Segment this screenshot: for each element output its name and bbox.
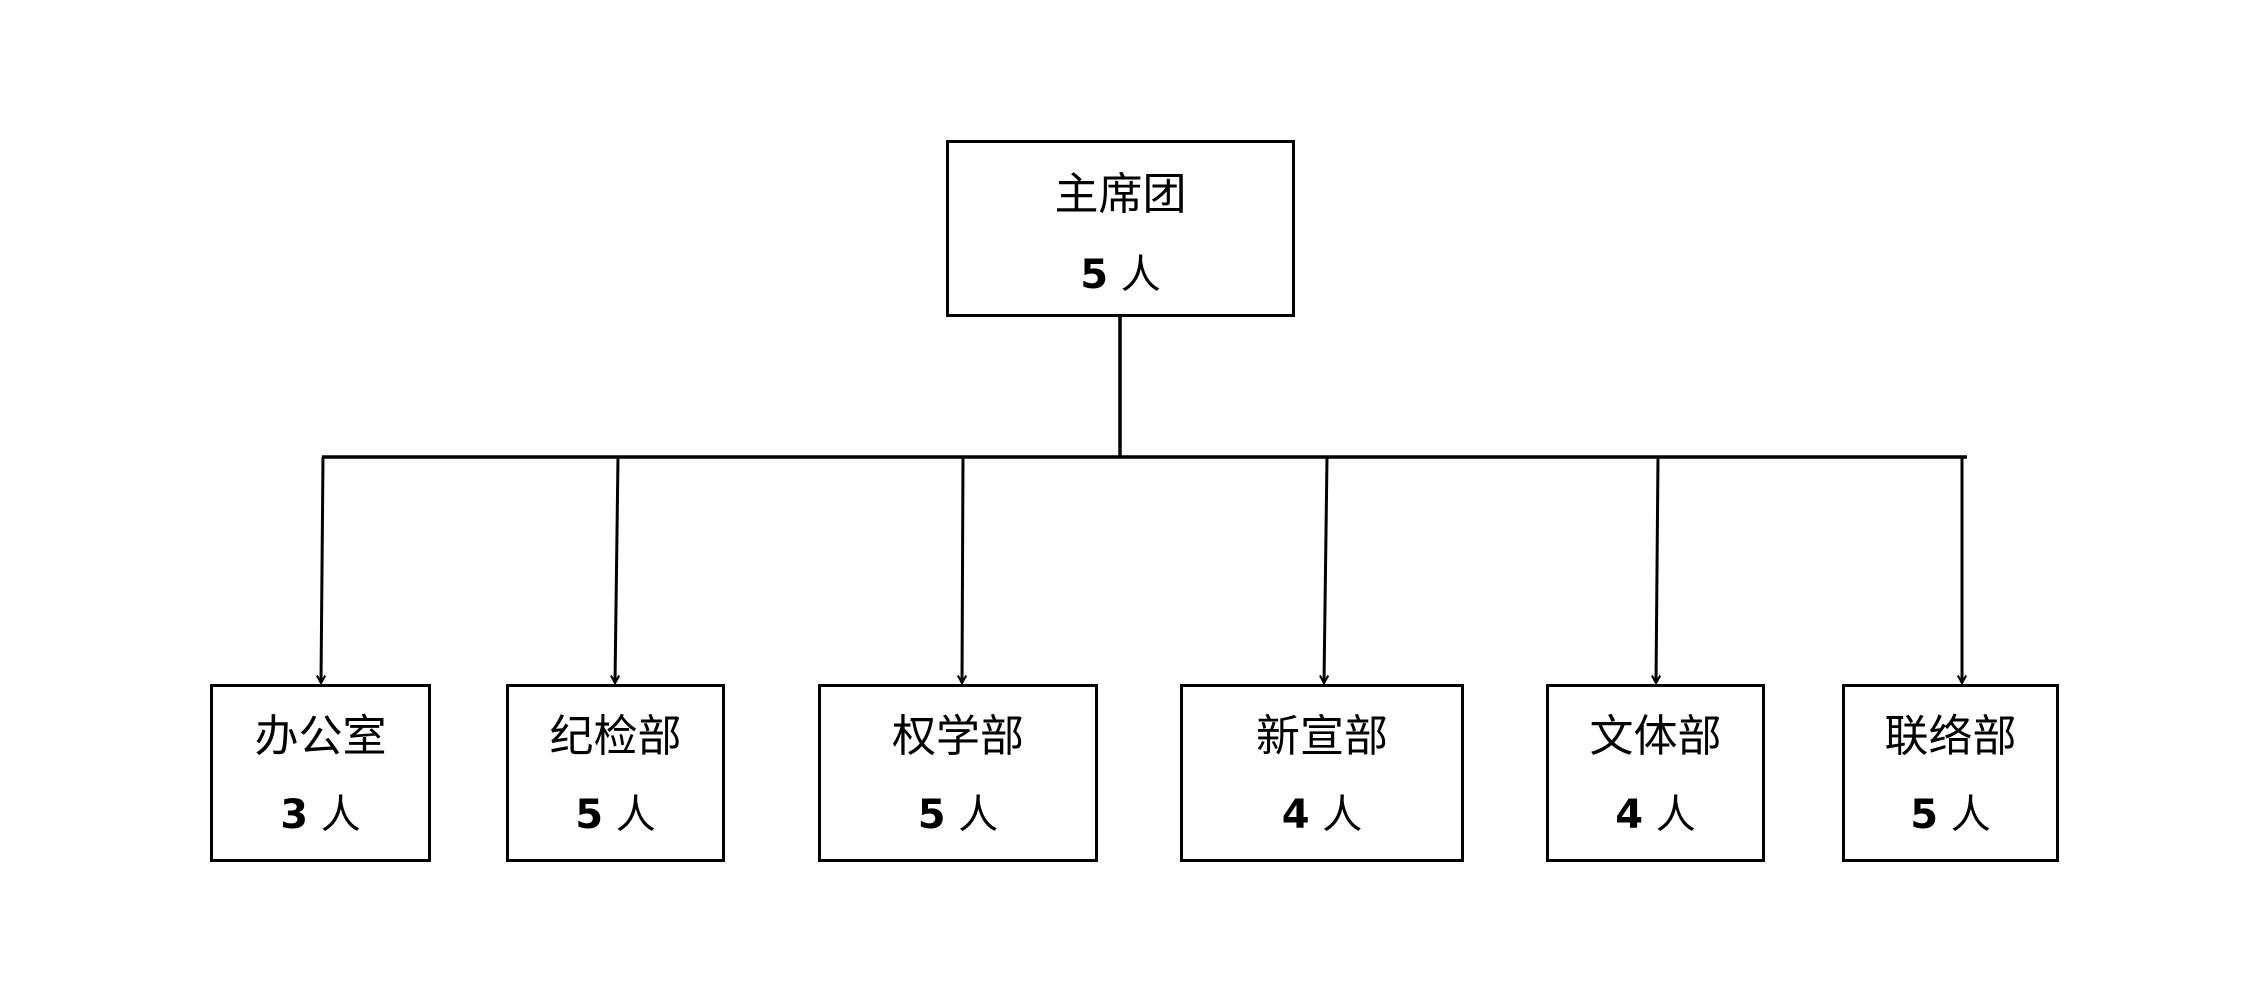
member-count-number: 5 — [575, 792, 604, 838]
arrow-to-dept-5 — [1656, 456, 1658, 683]
node-member-count: 5 人 — [1845, 795, 2056, 835]
member-count-number: 5 — [917, 792, 946, 838]
dept-node-discipline: 纪检部 5 人 — [506, 684, 725, 862]
root-node-presidium: 主席团 5 人 — [946, 140, 1295, 317]
dept-node-culture-sports: 文体部 4 人 — [1546, 684, 1765, 862]
dept-node-publicity: 新宣部 4 人 — [1180, 684, 1464, 862]
arrow-to-dept-2 — [615, 456, 618, 683]
member-count-unit: 人 — [1120, 252, 1161, 298]
member-count-number: 5 — [1080, 252, 1109, 298]
node-name: 办公室 — [254, 711, 387, 762]
member-count-unit: 人 — [958, 792, 999, 838]
arrow-to-dept-4 — [1324, 456, 1327, 683]
member-count-number: 4 — [1615, 792, 1644, 838]
node-member-count: 5 人 — [949, 255, 1292, 295]
node-member-count: 5 人 — [509, 795, 722, 835]
member-count-unit: 人 — [1950, 792, 1991, 838]
dept-node-office: 办公室 3 人 — [210, 684, 431, 862]
node-name: 纪检部 — [549, 711, 682, 762]
node-name: 主席团 — [1054, 169, 1187, 220]
node-member-count: 5 人 — [821, 795, 1095, 835]
member-count-number: 4 — [1281, 792, 1310, 838]
node-member-count: 3 人 — [213, 795, 428, 835]
member-count-unit: 人 — [615, 792, 656, 838]
member-count-unit: 人 — [1322, 792, 1363, 838]
dept-node-liaison: 联络部 5 人 — [1842, 684, 2059, 862]
dept-node-rights-study: 权学部 5 人 — [818, 684, 1098, 862]
arrow-to-dept-3 — [962, 456, 963, 683]
node-name: 联络部 — [1884, 711, 2017, 762]
member-count-unit: 人 — [1655, 792, 1696, 838]
arrow-to-dept-1 — [321, 456, 323, 683]
node-name: 权学部 — [892, 711, 1024, 762]
node-name: 文体部 — [1589, 711, 1722, 762]
node-member-count: 4 人 — [1549, 795, 1762, 835]
member-count-number: 3 — [280, 792, 309, 838]
node-member-count: 4 人 — [1183, 795, 1461, 835]
member-count-unit: 人 — [320, 792, 361, 838]
member-count-number: 5 — [1910, 792, 1939, 838]
node-name: 新宣部 — [1256, 711, 1388, 762]
